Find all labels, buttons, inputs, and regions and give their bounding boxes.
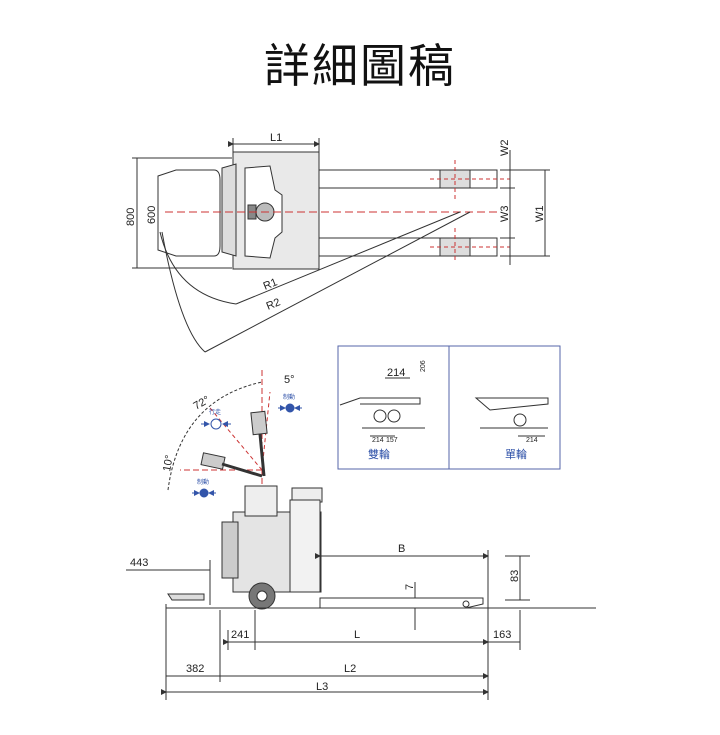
dim-single-214: 214 [526, 437, 538, 444]
dim-double-214b: 214 [372, 437, 384, 444]
dim-83: 83 [509, 570, 521, 582]
dim-600: 600 [146, 206, 158, 224]
dim-double-214: 214 [387, 367, 405, 379]
dim-7: 7 [404, 584, 416, 590]
dim-163: 163 [493, 629, 511, 641]
label-single-wheel: 單輪 [505, 447, 527, 461]
dim-W2: W2 [499, 140, 511, 157]
brake-left-icon [199, 488, 209, 498]
dim-443: 443 [130, 557, 148, 569]
label-double-wheel: 雙輪 [368, 447, 390, 461]
top-view [132, 138, 550, 353]
dim-double-206: 206 [420, 360, 427, 372]
side-view-labels: 5° 72° 10° 制動 行走 制動 443 B 83 7 241 L 163… [130, 374, 521, 693]
side-fork [319, 597, 484, 609]
wheel-detail-panel [337, 345, 561, 470]
dim-L: L [354, 629, 360, 641]
dim-800: 800 [125, 208, 137, 226]
dim-L2: L2 [344, 663, 356, 675]
travel-position-icon [210, 418, 222, 430]
label-brake-left: 制動 [197, 478, 209, 486]
angle-10: 10° [161, 454, 176, 472]
dim-R2: R2 [265, 296, 283, 312]
dim-W3: W3 [499, 206, 511, 223]
label-travel: 行走 [209, 408, 221, 416]
side-view [126, 370, 596, 700]
dim-382: 382 [186, 663, 204, 675]
page-title: 詳細圖稿 [264, 39, 456, 93]
dim-R1: R1 [262, 276, 280, 292]
label-brake-top: 制動 [283, 393, 295, 401]
wheel-detail-labels: 214 206 214 157 雙輪 214 單輪 [368, 360, 538, 461]
dim-L1: L1 [270, 132, 282, 144]
angle-5: 5° [284, 374, 295, 386]
dim-241: 241 [231, 629, 249, 641]
dim-L3: L3 [316, 681, 328, 693]
tiller-symbols [192, 403, 302, 498]
top-view-labels: L1 W2 W3 W1 800 600 R1 R2 [125, 132, 546, 313]
dim-B: B [398, 543, 405, 555]
tiller-outline [157, 169, 221, 257]
dim-W1: W1 [534, 206, 546, 223]
brake-top-icon [285, 403, 295, 413]
dim-double-157: 157 [386, 437, 398, 444]
